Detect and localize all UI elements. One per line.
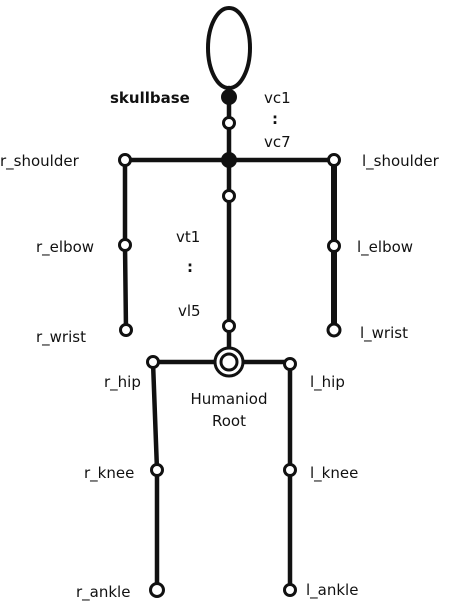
joint-r-wrist (119, 323, 133, 337)
label-vt-dots: : (187, 258, 193, 276)
head-outline (206, 6, 252, 90)
bone-right-forearm (122, 242, 129, 333)
joint-vl5 (222, 319, 236, 333)
label-r-shoulder: r_shoulder (0, 152, 80, 171)
label-vc7: vc7 (264, 133, 291, 151)
label-vt1: vt1 (176, 228, 200, 246)
label-l-ankle: l_ankle (306, 581, 358, 600)
joint-r-ankle (149, 582, 165, 598)
label-l-wrist: l_wrist (360, 324, 408, 343)
joint-l-shoulder (327, 153, 341, 167)
joint-l-elbow (327, 239, 341, 253)
joint-r-knee (150, 463, 164, 477)
joint-vc7 (221, 152, 237, 168)
label-skullbase: skullbase (110, 89, 190, 107)
joint-r-hip (146, 355, 160, 369)
joint-l-ankle (283, 583, 297, 597)
label-l-shoulder: l_shoulder (362, 152, 440, 171)
label-vl5: vl5 (178, 302, 201, 320)
joint-vc1 (222, 116, 236, 130)
bone-right-thigh (150, 359, 160, 473)
joint-l-hip (283, 357, 297, 371)
joint-vt1 (222, 189, 236, 203)
label-r-hip: r_hip (104, 373, 141, 392)
label-r-elbow: r_elbow (36, 238, 94, 257)
label-r-knee: r_knee (84, 464, 134, 483)
joint-r-elbow (118, 238, 132, 252)
label-vc-dots: : (272, 110, 278, 128)
joint-r-shoulder (118, 153, 132, 167)
joint-skullbase (221, 89, 237, 105)
label-l-knee: l_knee (310, 464, 358, 483)
label-vc1: vc1 (264, 89, 291, 107)
label-l-elbow: l_elbow (357, 238, 413, 257)
joint-l-wrist (326, 322, 342, 338)
label-humanoid-root-line1: Humaniod (191, 390, 268, 408)
joint-humanoid-root-inner (219, 352, 239, 372)
label-r-wrist: r_wrist (36, 328, 86, 347)
joint-l-knee (283, 463, 297, 477)
label-humanoid-root-line2: Root (212, 412, 246, 430)
label-r-ankle: r_ankle (76, 583, 130, 602)
label-l-hip: l_hip (310, 373, 345, 392)
